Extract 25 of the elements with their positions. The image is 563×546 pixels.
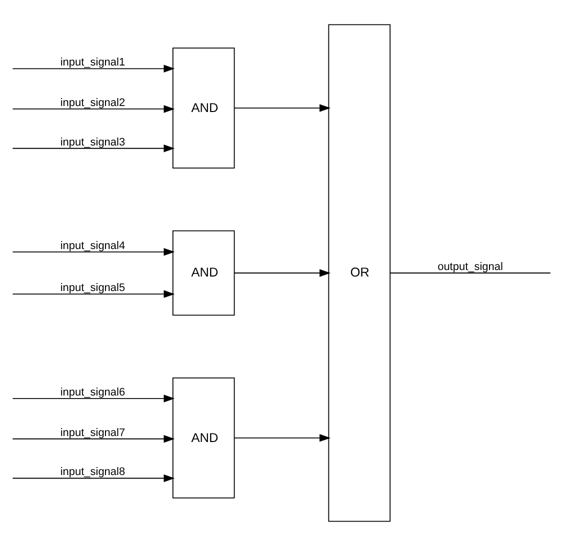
edge-label: input_signal2	[60, 96, 126, 109]
arrow	[12, 474, 175, 482]
arrow	[12, 144, 175, 152]
arrow	[234, 104, 331, 112]
edge-label: input_signal3	[60, 136, 126, 148]
arrow	[12, 290, 175, 298]
edge-label: input_signal7	[60, 426, 126, 439]
edge-label: input_signal4	[60, 240, 126, 252]
arrow	[12, 394, 175, 402]
arrow	[12, 248, 175, 256]
node-box: AND	[172, 48, 235, 169]
arrow	[12, 435, 175, 443]
edge-label: input_signal5	[60, 282, 126, 294]
node-box: OR	[328, 24, 391, 522]
node-box: AND	[172, 230, 235, 316]
edge-label: input_signal1	[60, 56, 126, 69]
arrow	[234, 269, 331, 277]
connector	[390, 272, 551, 274]
arrow	[12, 64, 175, 72]
arrow	[12, 105, 175, 113]
arrow	[234, 434, 331, 442]
edge-label: input_signal8	[60, 466, 126, 478]
edge-label: input_signal6	[60, 386, 126, 398]
node-box: AND	[172, 377, 235, 498]
edge-label: output_signal	[438, 260, 503, 273]
